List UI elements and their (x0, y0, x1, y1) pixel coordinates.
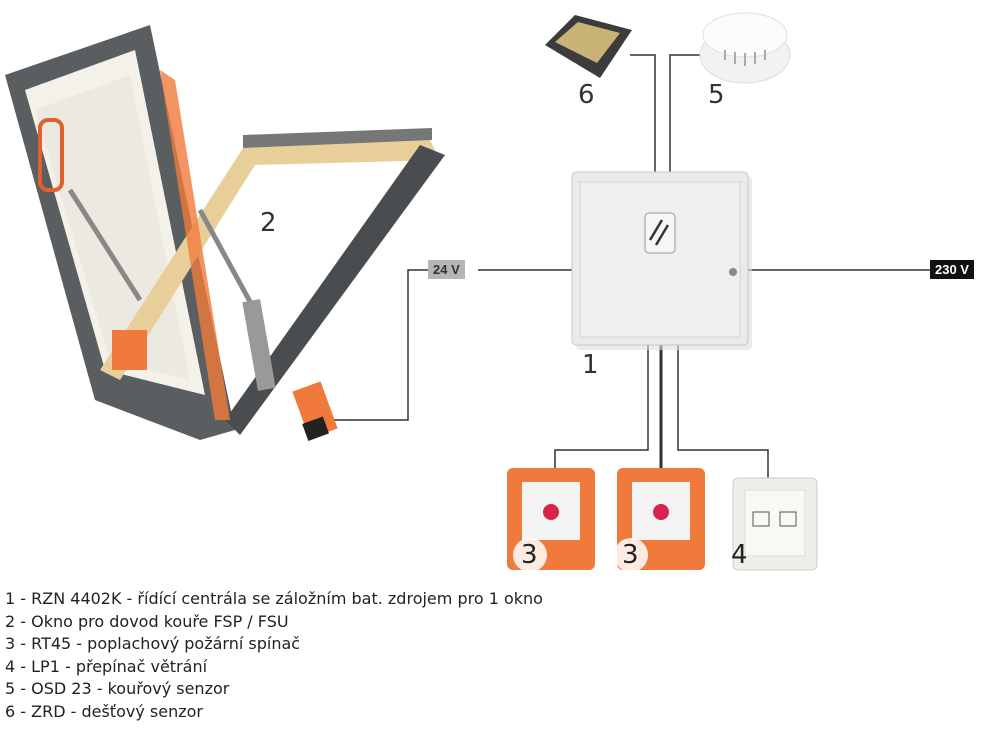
voltage-label-230v: 230 V (930, 260, 974, 279)
legend: 1 - RZN 4402K - řídící centrála se zálož… (5, 588, 543, 724)
wire-rain-sensor (630, 54, 656, 172)
ventilation-switch (732, 477, 818, 571)
label-6: 6 (578, 80, 595, 110)
legend-item: 3 - RT45 - poplachový požární spínač (5, 634, 301, 654)
voltage-label-24v: 24 V (428, 260, 465, 279)
legend-item: 1 - RZN 4402K - řídící centrála se zálož… (5, 589, 543, 608)
label-5: 5 (708, 80, 725, 110)
legend-item: 2 - Okno pro dovod kouře FSP / FSU (5, 611, 289, 631)
legend-item: 5 - OSD 23 - kouřový senzor (5, 679, 230, 699)
control-unit (571, 171, 752, 350)
legend-item: 4 - LP1 - přepínač větrání (5, 656, 208, 676)
smoke-sensor (699, 12, 791, 84)
rain-sensor (545, 15, 632, 78)
label-4: 4 (731, 540, 748, 570)
label-1: 1 (582, 350, 599, 380)
label-3a: 3 (521, 540, 538, 570)
roof-window (5, 25, 445, 441)
legend-item: 6 - ZRD - dešťový senzor (5, 701, 203, 721)
label-2: 2 (260, 208, 277, 238)
label-3b: 3 (622, 540, 639, 570)
wire-24v-window (330, 269, 428, 421)
wires (330, 54, 930, 478)
wire-ventilation-switch (677, 345, 769, 478)
wire-smoke-sensor (669, 54, 700, 172)
wire-switch-1 (554, 345, 649, 470)
